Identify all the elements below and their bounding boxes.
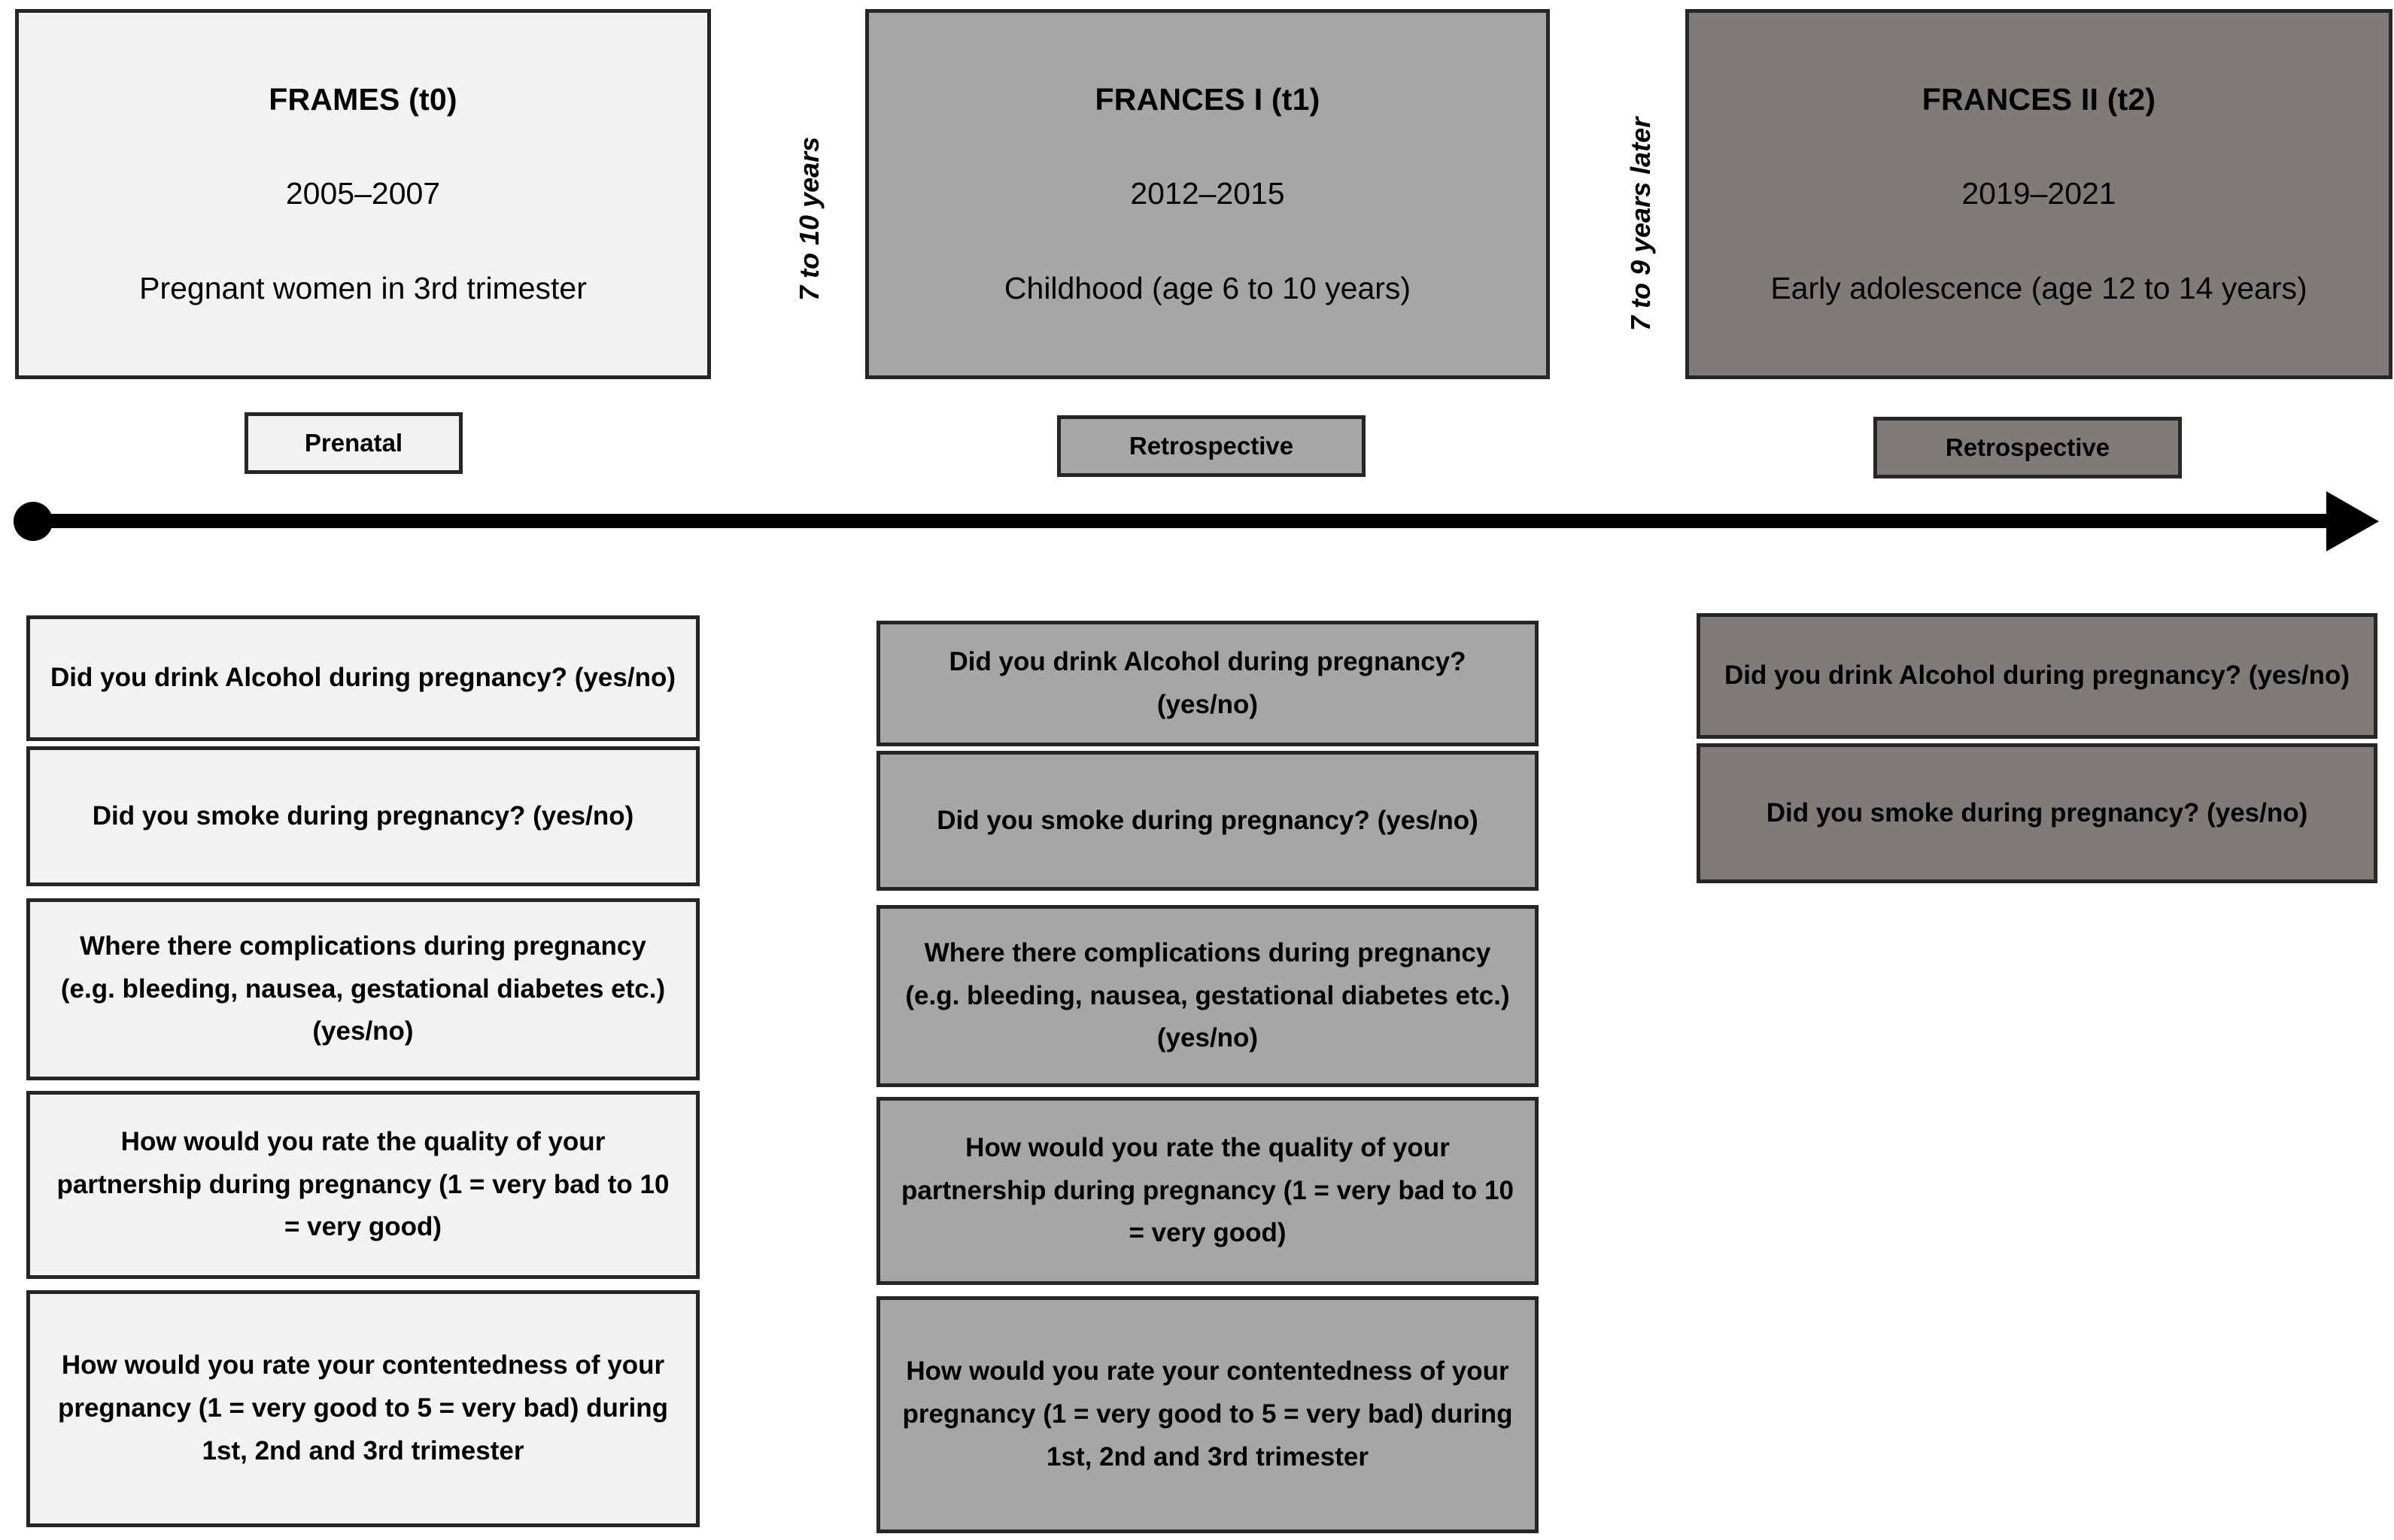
interval-label-t1-t2: 7 to 9 years later: [1625, 117, 1656, 331]
phase-population-t0: Pregnant women in 3rd trimester: [139, 270, 587, 305]
question-box-t0-4: How would you rate the quality of your p…: [26, 1091, 700, 1279]
phase-tag-retrospective-t2: Retrospective: [1873, 417, 2182, 478]
phase-population-t1: Childhood (age 6 to 10 years): [1004, 270, 1411, 305]
phase-years-t1: 2012–2015: [1130, 176, 1285, 211]
phase-population-t2: Early adolescence (age 12 to 14 years): [1770, 270, 2307, 305]
question-box-t0-5: How would you rate your contentedness of…: [26, 1290, 700, 1527]
phase-title-t2: FRANCES II (t2): [1922, 81, 2156, 117]
question-box-t1-2: Did you smoke during pregnancy? (yes/no): [876, 751, 1539, 891]
question-box-t2-1: Did you drink Alcohol during pregnancy? …: [1697, 613, 2377, 739]
question-box-t1-1: Did you drink Alcohol during pregnancy? …: [876, 621, 1539, 746]
phase-box-t0: FRAMES (t0) 2005–2007 Pregnant women in …: [15, 9, 711, 379]
timeline-line: [30, 514, 2329, 528]
phase-tag-prenatal: Prenatal: [245, 412, 463, 474]
phase-years-t2: 2019–2021: [1961, 176, 2116, 211]
question-box-t2-2: Did you smoke during pregnancy? (yes/no): [1697, 743, 2377, 883]
phase-box-t2: FRANCES II (t2) 2019–2021 Early adolesce…: [1685, 9, 2392, 379]
question-box-t0-2: Did you smoke during pregnancy? (yes/no): [26, 746, 700, 886]
timeline-arrowhead-icon: [2326, 491, 2379, 551]
question-box-t1-5: How would you rate your contentedness of…: [876, 1296, 1539, 1533]
question-box-t1-3: Where there complications during pregnan…: [876, 905, 1539, 1087]
question-box-t0-3: Where there complications during pregnan…: [26, 898, 700, 1080]
question-box-t0-1: Did you drink Alcohol during pregnancy? …: [26, 615, 700, 741]
phase-title-t1: FRANCES I (t1): [1095, 81, 1320, 117]
question-box-t1-4: How would you rate the quality of your p…: [876, 1097, 1539, 1285]
phase-title-t0: FRAMES (t0): [269, 81, 457, 117]
phase-tag-retrospective-t1: Retrospective: [1057, 415, 1366, 477]
interval-label-t0-t1: 7 to 10 years: [794, 136, 825, 301]
phase-box-t1: FRANCES I (t1) 2012–2015 Childhood (age …: [865, 9, 1550, 379]
phase-years-t0: 2005–2007: [285, 176, 441, 211]
